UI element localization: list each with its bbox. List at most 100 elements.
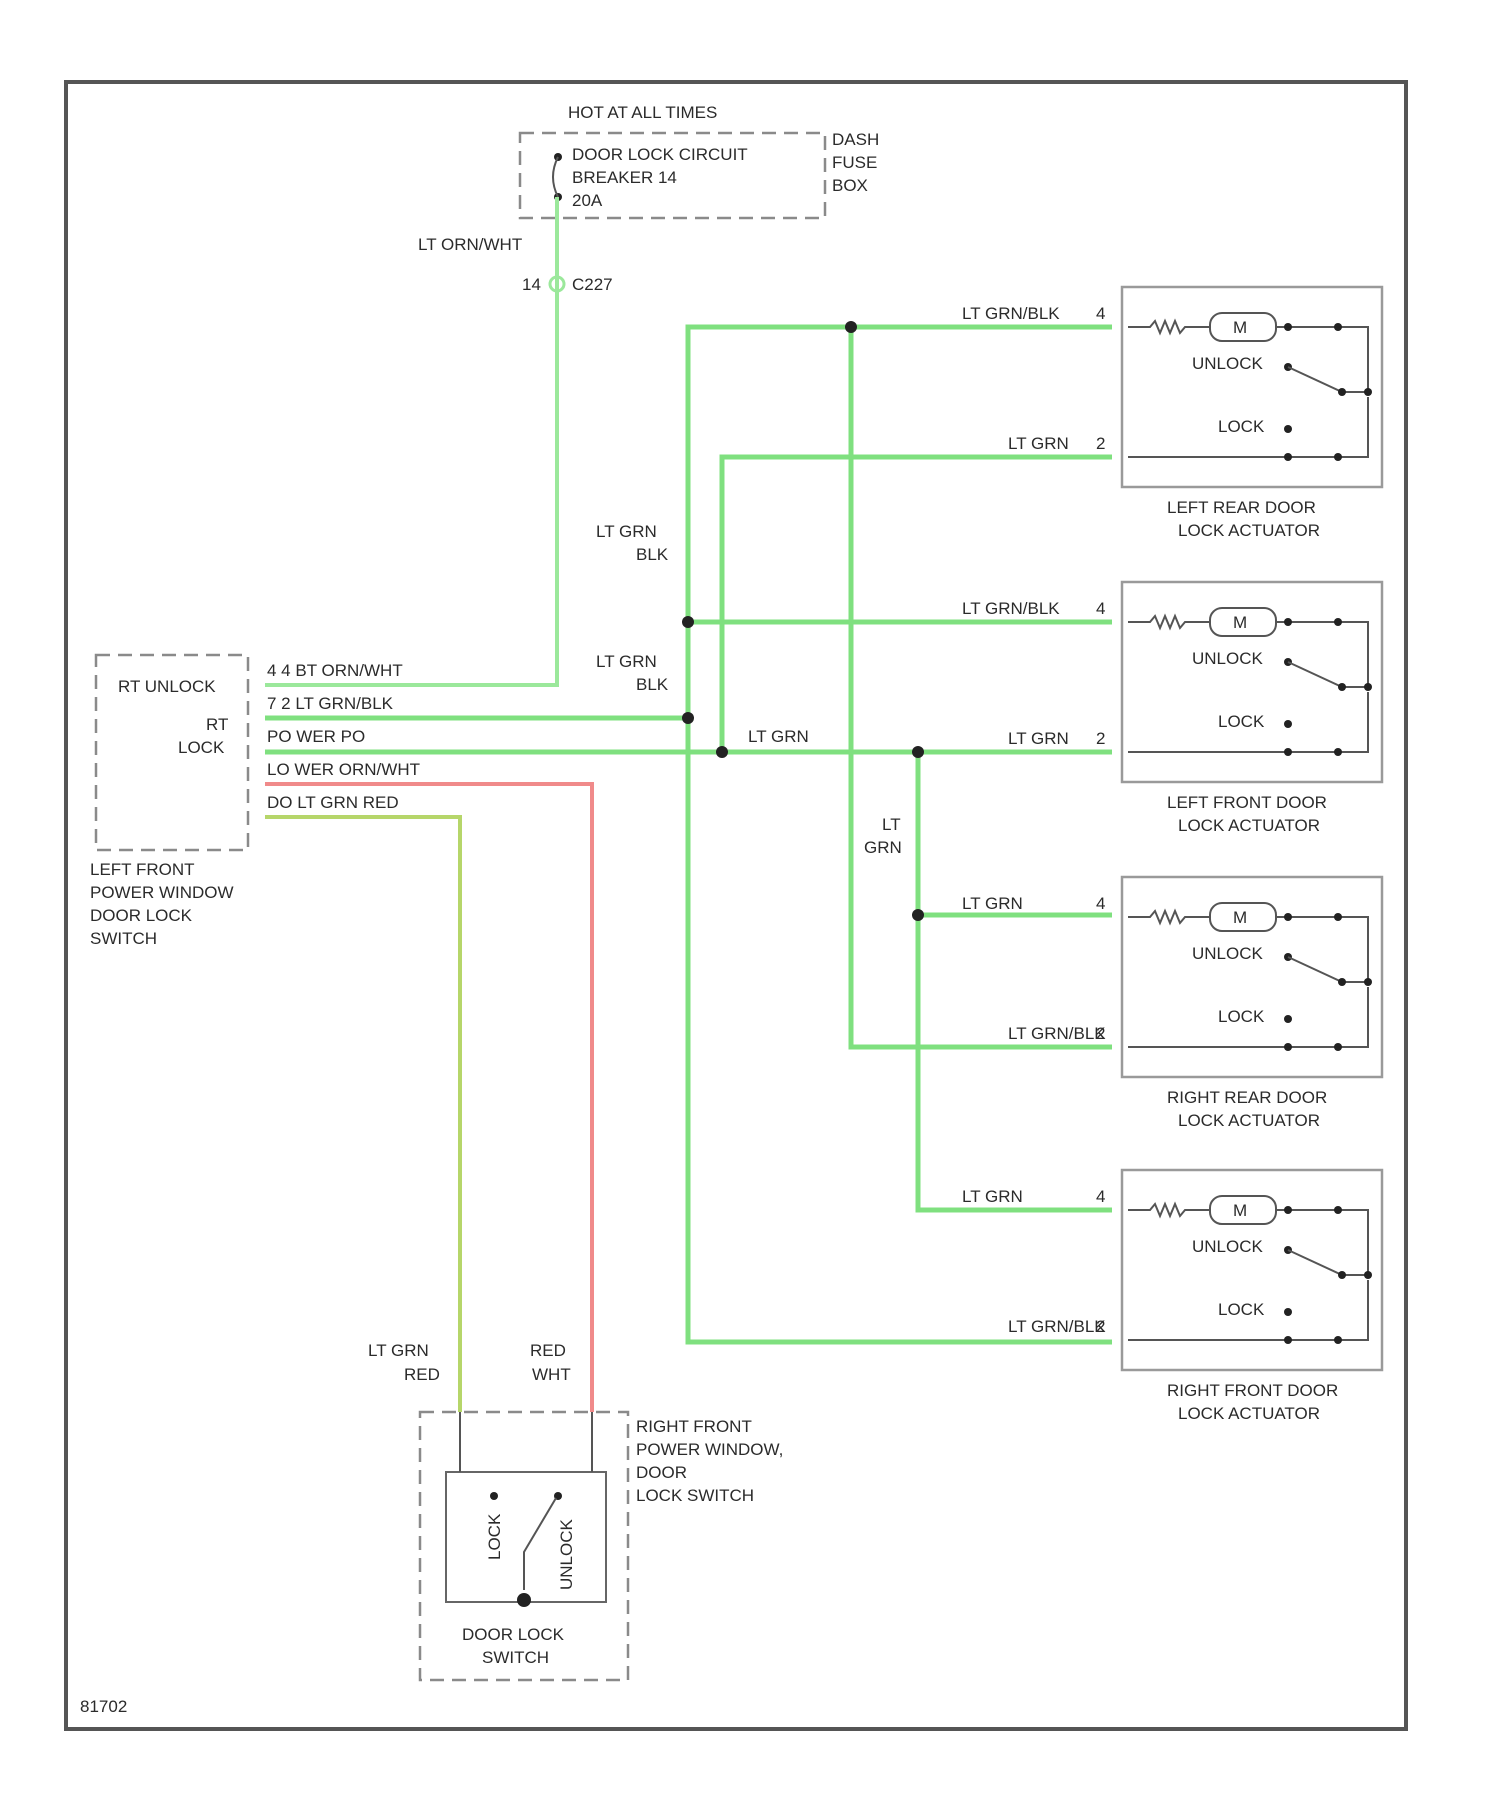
- actuator-top-pin: 4: [1096, 304, 1105, 323]
- actuator-top-wire-label: LT GRN/BLK: [962, 599, 1060, 618]
- actuator-node: [1284, 425, 1292, 433]
- actuator-caption-line-1: RIGHT REAR DOOR: [1167, 1088, 1327, 1107]
- rf-top-wire: [918, 752, 1112, 1210]
- actuator-top-wire-label: LT GRN/BLK: [962, 304, 1060, 323]
- actuator-top-pin: 4: [1096, 1187, 1105, 1206]
- actuator-node: [1284, 453, 1292, 461]
- left-switch-pin-5: DO LT GRN RED: [267, 793, 399, 812]
- junction: [682, 616, 694, 628]
- left-switch-caption-3: DOOR LOCK: [90, 906, 193, 925]
- actuator-unlock-label: UNLOCK: [1192, 354, 1264, 373]
- actuator-lock-label: LOCK: [1218, 1007, 1265, 1026]
- actuator-top-wire-label: LT GRN: [962, 1187, 1023, 1206]
- left-switch-pin-2: 7 2 LT GRN/BLK: [267, 694, 394, 713]
- rf-switch-caption-1: DOOR LOCK: [462, 1625, 565, 1644]
- rf-switch-title-4: LOCK SWITCH: [636, 1486, 754, 1505]
- bus1-label-2: BLK: [636, 545, 669, 564]
- actuator-bottom-pin: 2: [1096, 1317, 1105, 1336]
- actuator-node: [1334, 748, 1342, 756]
- motor-label: M: [1233, 613, 1247, 632]
- actuator-caption-line-1: LEFT FRONT DOOR: [1167, 793, 1327, 812]
- actuator-node: [1334, 453, 1342, 461]
- actuator-node: [1284, 618, 1292, 626]
- actuator-caption-line-2: LOCK ACTUATOR: [1178, 1404, 1320, 1423]
- actuator-caption-line-2: LOCK ACTUATOR: [1178, 1111, 1320, 1130]
- actuator-node: [1284, 748, 1292, 756]
- actuator-lock-label: LOCK: [1218, 712, 1265, 731]
- rf-switch-leads: [460, 1412, 592, 1472]
- rf-switch-wire-left-1: LT GRN: [368, 1341, 429, 1360]
- actuator-resistor: [1128, 321, 1210, 333]
- actuator-node: [1334, 1336, 1342, 1344]
- actuator-node: [1334, 1043, 1342, 1051]
- left-switch-pin-1: 4 4 BT ORN/WHT: [267, 661, 403, 680]
- dash-fuse-box-label-1: DASH: [832, 130, 879, 149]
- actuator-switch-blade: [1288, 367, 1368, 392]
- actuator-caption-line-2: LOCK ACTUATOR: [1178, 816, 1320, 835]
- left-switch-terminal-rt: RT: [206, 715, 228, 734]
- actuator-node: [1364, 388, 1372, 396]
- rf-switch-wire-right-1: RED: [530, 1341, 566, 1360]
- fuse-wire-label: LT ORN/WHT: [418, 235, 522, 254]
- junction: [682, 712, 694, 724]
- actuator-node: [1338, 388, 1346, 396]
- left-switch-pin-4: LO WER ORN/WHT: [267, 760, 420, 779]
- actuator-node: [1284, 1308, 1292, 1316]
- actuator-node: [1338, 683, 1346, 691]
- fuse-header: HOT AT ALL TIMES: [568, 103, 717, 122]
- rf-switch-lock-text: LOCK: [485, 1513, 504, 1560]
- fuse-line-2: BREAKER 14: [572, 168, 677, 187]
- actuator-switch-blade: [1288, 957, 1368, 982]
- bus1-label-1: LT GRN: [596, 522, 657, 541]
- actuator-node: [1284, 1206, 1292, 1214]
- junction: [912, 746, 924, 758]
- actuator-bottom-wire-label: LT GRN/BLK: [1008, 1317, 1106, 1336]
- connector-pin: 14: [522, 275, 541, 294]
- rf-vertical-label-1: LT: [882, 815, 901, 834]
- actuator-top-pin: 4: [1096, 894, 1105, 913]
- dash-fuse-box-label-3: BOX: [832, 176, 868, 195]
- rf-switch-blade: [524, 1498, 556, 1590]
- rr-bottom-wire: [851, 327, 1112, 1047]
- actuator-top-pin: 4: [1096, 599, 1105, 618]
- actuator-resistor: [1128, 616, 1210, 628]
- rf-switch-title-2: POWER WINDOW,: [636, 1440, 783, 1459]
- left-switch-terminal-rt-unlock: RT UNLOCK: [118, 677, 216, 696]
- actuator-bottom-wire-label: LT GRN: [1008, 434, 1069, 453]
- rf-switch-unlock-text: UNLOCK: [557, 1518, 576, 1590]
- left-front-switch: RT UNLOCK RT LOCK 4 4 BT ORN/WHT 7 2 LT …: [90, 655, 420, 948]
- rf-vertical-label-2: GRN: [864, 838, 902, 857]
- red-wht-wire: [265, 784, 592, 1412]
- actuator-caption-line-2: LOCK ACTUATOR: [1178, 521, 1320, 540]
- actuator-node: [1284, 1015, 1292, 1023]
- actuator-caption-line-1: LEFT REAR DOOR: [1167, 498, 1316, 517]
- left-switch-caption-2: POWER WINDOW: [90, 883, 234, 902]
- actuator-bottom-pin: 2: [1096, 434, 1105, 453]
- actuator-bottom-wire-label: LT GRN: [1008, 729, 1069, 748]
- lt-grn-red-wire: [265, 817, 460, 1412]
- junction: [845, 321, 857, 333]
- actuator-node: [1364, 683, 1372, 691]
- rf-switch-caption-2: SWITCH: [482, 1648, 549, 1667]
- motor-label: M: [1233, 908, 1247, 927]
- actuator-node: [1334, 913, 1342, 921]
- actuator-switch-blade: [1288, 1250, 1368, 1275]
- actuator-top-wire-label: LT GRN: [962, 894, 1023, 913]
- actuator-node: [1334, 1206, 1342, 1214]
- actuator-bottom-pin: 2: [1096, 1024, 1105, 1043]
- actuator-bottom-pin: 2: [1096, 729, 1105, 748]
- actuator-unlock-label: UNLOCK: [1192, 649, 1264, 668]
- actuator-node: [1338, 978, 1346, 986]
- bus-wire-lt-grn-blk: [688, 327, 1112, 1342]
- actuator-node: [1364, 1271, 1372, 1279]
- actuator-node: [1364, 978, 1372, 986]
- actuator-node: [1284, 913, 1292, 921]
- rf-switch-inner-box: [446, 1472, 606, 1602]
- bus2-label-2: BLK: [636, 675, 669, 694]
- actuator-node: [1284, 323, 1292, 331]
- motor-label: M: [1233, 1201, 1247, 1220]
- mid-wire-label: LT GRN: [748, 727, 809, 746]
- actuator-lock-label: LOCK: [1218, 417, 1265, 436]
- actuator-bottom-wire-label: LT GRN/BLK: [1008, 1024, 1106, 1043]
